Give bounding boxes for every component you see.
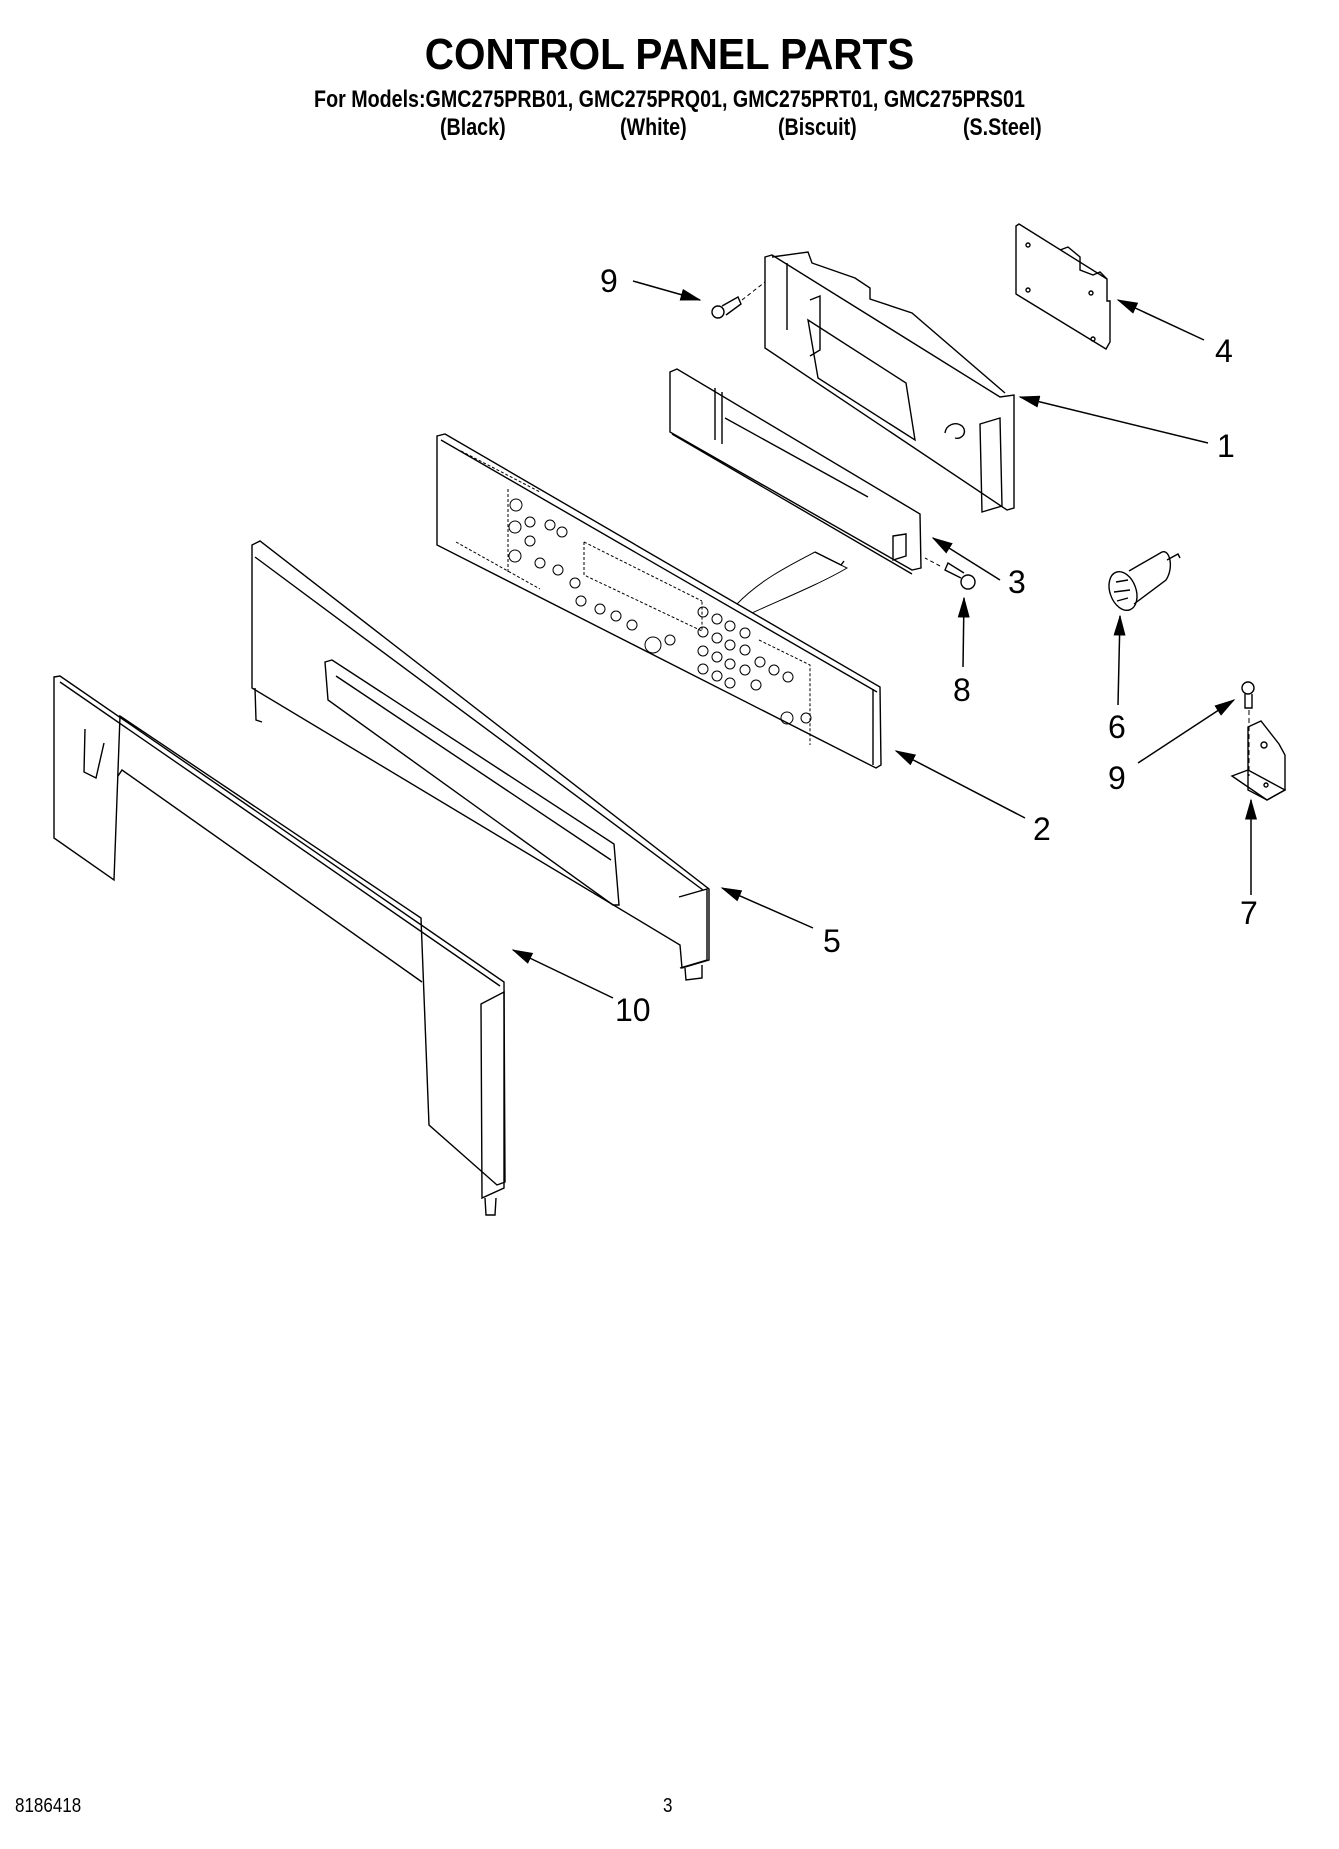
model-color-white: (White)	[620, 114, 687, 141]
callout-4: 4	[1215, 333, 1233, 369]
callout-6: 6	[1108, 709, 1126, 745]
callout-8: 8	[953, 672, 971, 708]
part-2-touch-panel	[436, 433, 882, 769]
page-number: 3	[663, 1795, 673, 1817]
model-color-ssteel: (S.Steel)	[963, 114, 1042, 141]
part-9-screw-top	[711, 281, 766, 319]
callout-1: 1	[1217, 428, 1235, 464]
document-number: 8186418	[15, 1795, 82, 1817]
part-4-circuit-board	[1015, 223, 1111, 350]
part-3-bracket	[669, 368, 922, 575]
model-color-biscuit: (Biscuit)	[778, 114, 857, 141]
models-line: For Models:GMC275PRB01, GMC275PRQ01, GMC…	[314, 86, 1025, 113]
part-9-screw-right	[1241, 681, 1255, 776]
callout-7: 7	[1240, 895, 1258, 931]
callout-9-top: 9	[600, 263, 618, 299]
part-1-control-box	[764, 251, 1015, 513]
callout-9-right: 9	[1108, 760, 1126, 796]
model-color-black: (Black)	[440, 114, 506, 141]
part-8-screw	[924, 557, 976, 590]
callout-3: 3	[1008, 564, 1026, 600]
part-5-trim	[251, 540, 710, 981]
part-10-frame	[53, 675, 506, 1216]
callout-2: 2	[1033, 811, 1051, 847]
callout-10: 10	[615, 992, 651, 1028]
part-7-bracket	[1230, 720, 1287, 801]
page-title: CONTROL PANEL PARTS	[424, 30, 915, 79]
part-6-capacitor	[1108, 551, 1181, 612]
callout-5: 5	[823, 923, 841, 959]
